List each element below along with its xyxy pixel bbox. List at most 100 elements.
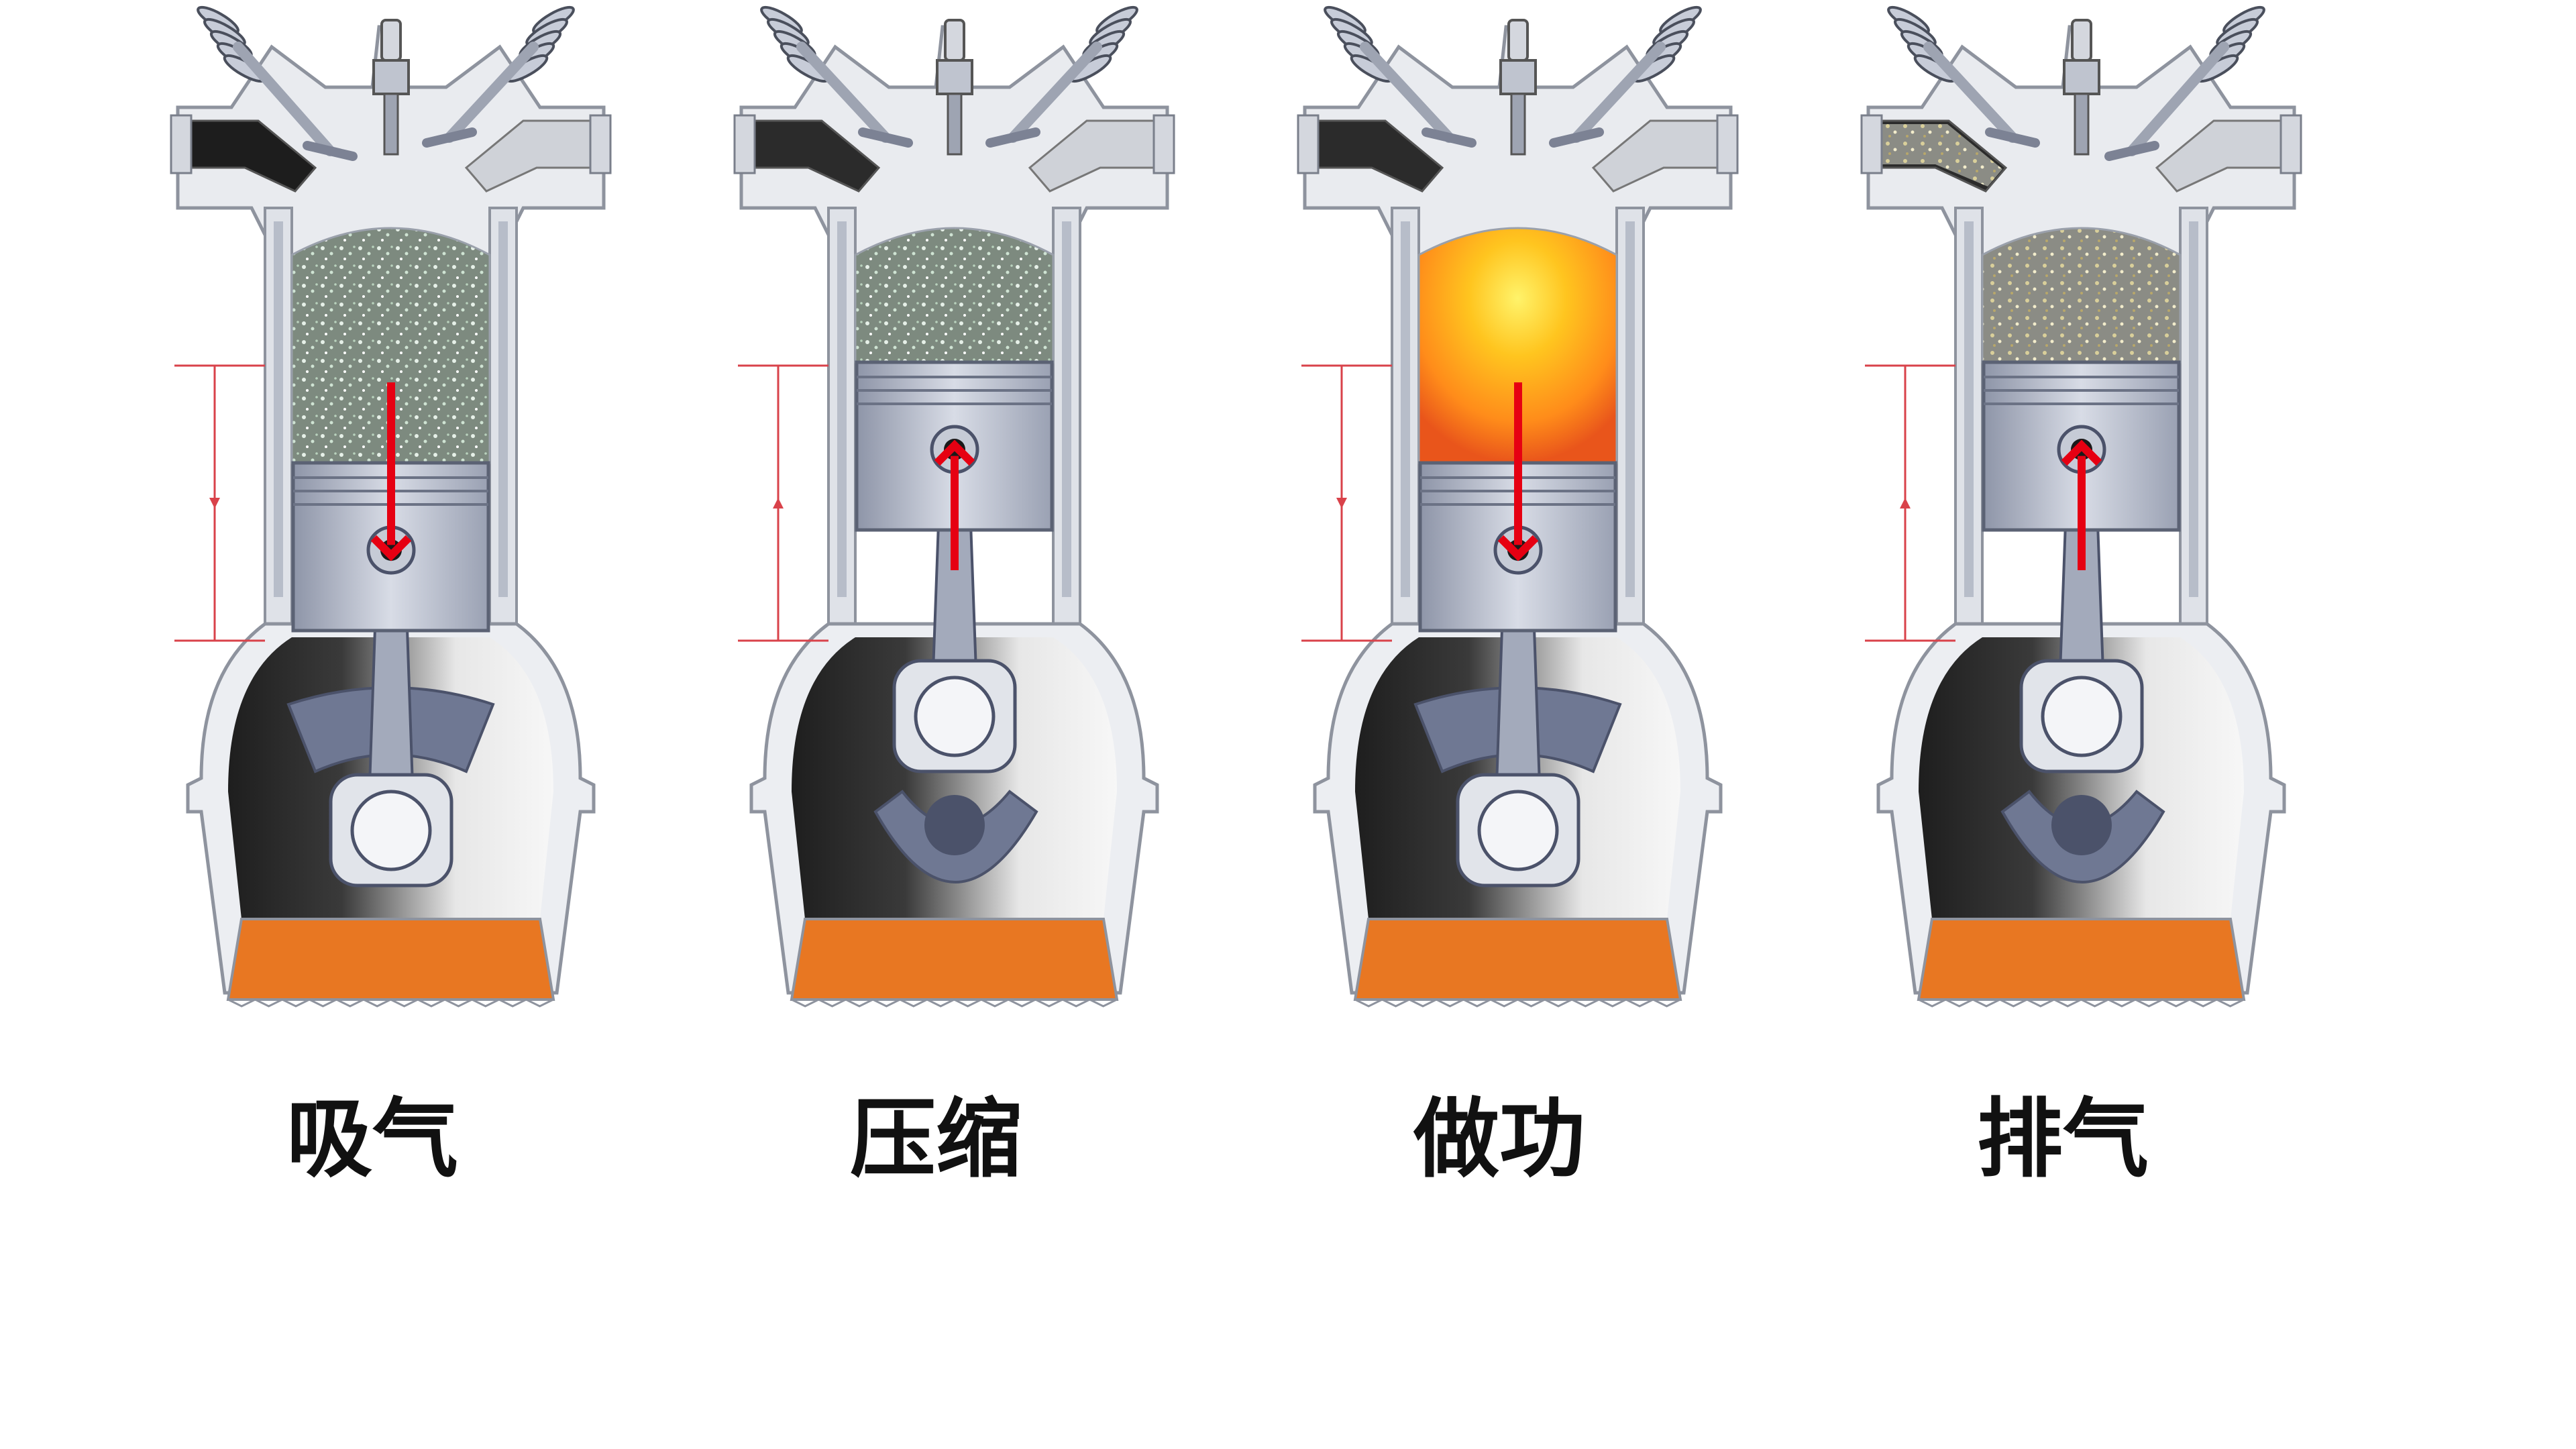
crankshaft-main-journal [2051, 795, 2112, 855]
exhaust-valve-icon-stem [1008, 42, 1102, 143]
oil-sump [1353, 918, 1682, 1001]
oil-sump [1917, 918, 2246, 1001]
stroke-length-marker [1301, 364, 1392, 642]
spark-plug-icon [936, 19, 973, 156]
combustion-chamber [1417, 227, 1618, 464]
spark-plug-body [936, 59, 973, 95]
crank-pin [1477, 790, 1559, 871]
coolant-channel-right [498, 221, 508, 597]
intake-flange [1860, 114, 1883, 174]
crankcase-interior [1919, 637, 2244, 919]
exhaust-valve-icon-head [2104, 141, 2159, 161]
crankshaft-main-journal [924, 795, 985, 855]
exhaust-valve-icon [985, 5, 1138, 148]
spark-plug-body [372, 59, 410, 95]
engine-row: 吸气 压缩 做功 排气 [170, 5, 2302, 1189]
sump-fins [1354, 998, 1681, 1008]
crank-pin [914, 676, 996, 757]
engine-exhaust [1860, 5, 2302, 1008]
exhaust-valve-icon-stem [1571, 42, 1666, 143]
engine-compression [733, 5, 1175, 1008]
sump-fins [227, 998, 554, 1008]
intake-valve-icon-stem [1923, 42, 2018, 143]
piston-motion-arrow [1497, 382, 1539, 561]
stroke-marker-arrow [773, 498, 784, 508]
piston-motion-arrow-head [934, 439, 975, 466]
coolant-channel-right [1062, 221, 1071, 597]
spark-plug-thread [383, 93, 399, 156]
stroke-label-power: 做功 [1413, 1089, 1585, 1189]
spark-plug-thread [2074, 93, 2090, 156]
stroke-label-intake: 吸气 [286, 1089, 458, 1189]
spark-plug-terminal [944, 19, 965, 62]
exhaust-valve-icon [422, 5, 575, 148]
combustion-chamber [1981, 227, 2182, 364]
spark-plug-terminal [1507, 19, 1529, 62]
stroke-length-marker [1865, 364, 1955, 642]
crank-pin [350, 790, 432, 871]
coolant-channel-right [2189, 221, 2198, 597]
exhaust-valve-icon [1549, 5, 1702, 148]
spark-plug-terminal [2071, 19, 2092, 62]
piston-motion-arrow-head [2061, 439, 2102, 466]
exhaust-flange [1152, 114, 1175, 174]
stroke-marker-arrow [1336, 498, 1347, 508]
intake-valve-icon-head [1985, 127, 2040, 148]
piston-motion-arrow-head [370, 535, 412, 561]
coolant-channel-left [274, 221, 283, 597]
exhaust-valve-icon-stem [2127, 42, 2229, 156]
coolant-channel-left [1401, 221, 1410, 597]
stroke-length-marker [174, 364, 265, 642]
stroke-length-marker [738, 364, 828, 642]
spark-plug-terminal [380, 19, 402, 62]
stroke-label-compression: 压缩 [850, 1089, 1022, 1189]
spark-plug-body [2063, 59, 2100, 95]
coolant-channel-right [1625, 221, 1635, 597]
coolant-channel-left [1964, 221, 1974, 597]
stroke-marker-arrow [1900, 498, 1911, 508]
oil-sump [226, 918, 555, 1001]
exhaust-flange [589, 114, 612, 174]
intake-flange [170, 114, 193, 174]
crank-pin [2041, 676, 2123, 757]
piston-motion-arrow [2061, 439, 2102, 570]
intake-flange [1297, 114, 1320, 174]
oil-sump [790, 918, 1119, 1001]
exhaust-valve-icon-head [1549, 127, 1604, 148]
exhaust-valve-icon-head [422, 127, 477, 148]
engine-intake [170, 5, 612, 1008]
intake-valve-icon-head [303, 141, 358, 161]
sump-fins [1918, 998, 2245, 1008]
intake-valve-icon-head [1421, 127, 1477, 148]
spark-plug-icon [2063, 19, 2100, 156]
crankcase-interior [792, 637, 1117, 919]
spark-plug-icon [372, 19, 410, 156]
exhaust-valve-icon-head [985, 127, 1040, 148]
exhaust-gas-flow [1868, 124, 2002, 186]
piston-motion-arrow [370, 382, 412, 561]
intake-valve-icon [1324, 5, 1477, 148]
intake-valve-icon [197, 5, 358, 161]
spark-plug-icon [1499, 19, 1537, 156]
spark-plug-body [1499, 59, 1537, 95]
intake-valve-icon-stem [1360, 42, 1454, 143]
intake-valve-icon-stem [233, 42, 335, 156]
intake-valve-icon [1887, 5, 2040, 148]
stroke-label-exhaust: 排气 [1977, 1089, 2149, 1189]
piston-motion-arrow-head [1497, 535, 1539, 561]
spark-plug-thread [1510, 93, 1526, 156]
intake-flange [733, 114, 756, 174]
engine-power [1297, 5, 1739, 1008]
exhaust-valve-icon [2104, 5, 2265, 161]
piston-motion-arrow [934, 439, 975, 570]
combustion-chamber [290, 227, 491, 464]
coolant-channel-left [837, 221, 847, 597]
combustion-chamber [854, 227, 1055, 364]
sump-fins [791, 998, 1118, 1008]
exhaust-valve-icon-stem [444, 42, 539, 143]
exhaust-flange [1716, 114, 1739, 174]
stroke-marker-arrow [209, 498, 220, 508]
intake-valve-icon-stem [796, 42, 891, 143]
intake-valve-icon-head [858, 127, 913, 148]
